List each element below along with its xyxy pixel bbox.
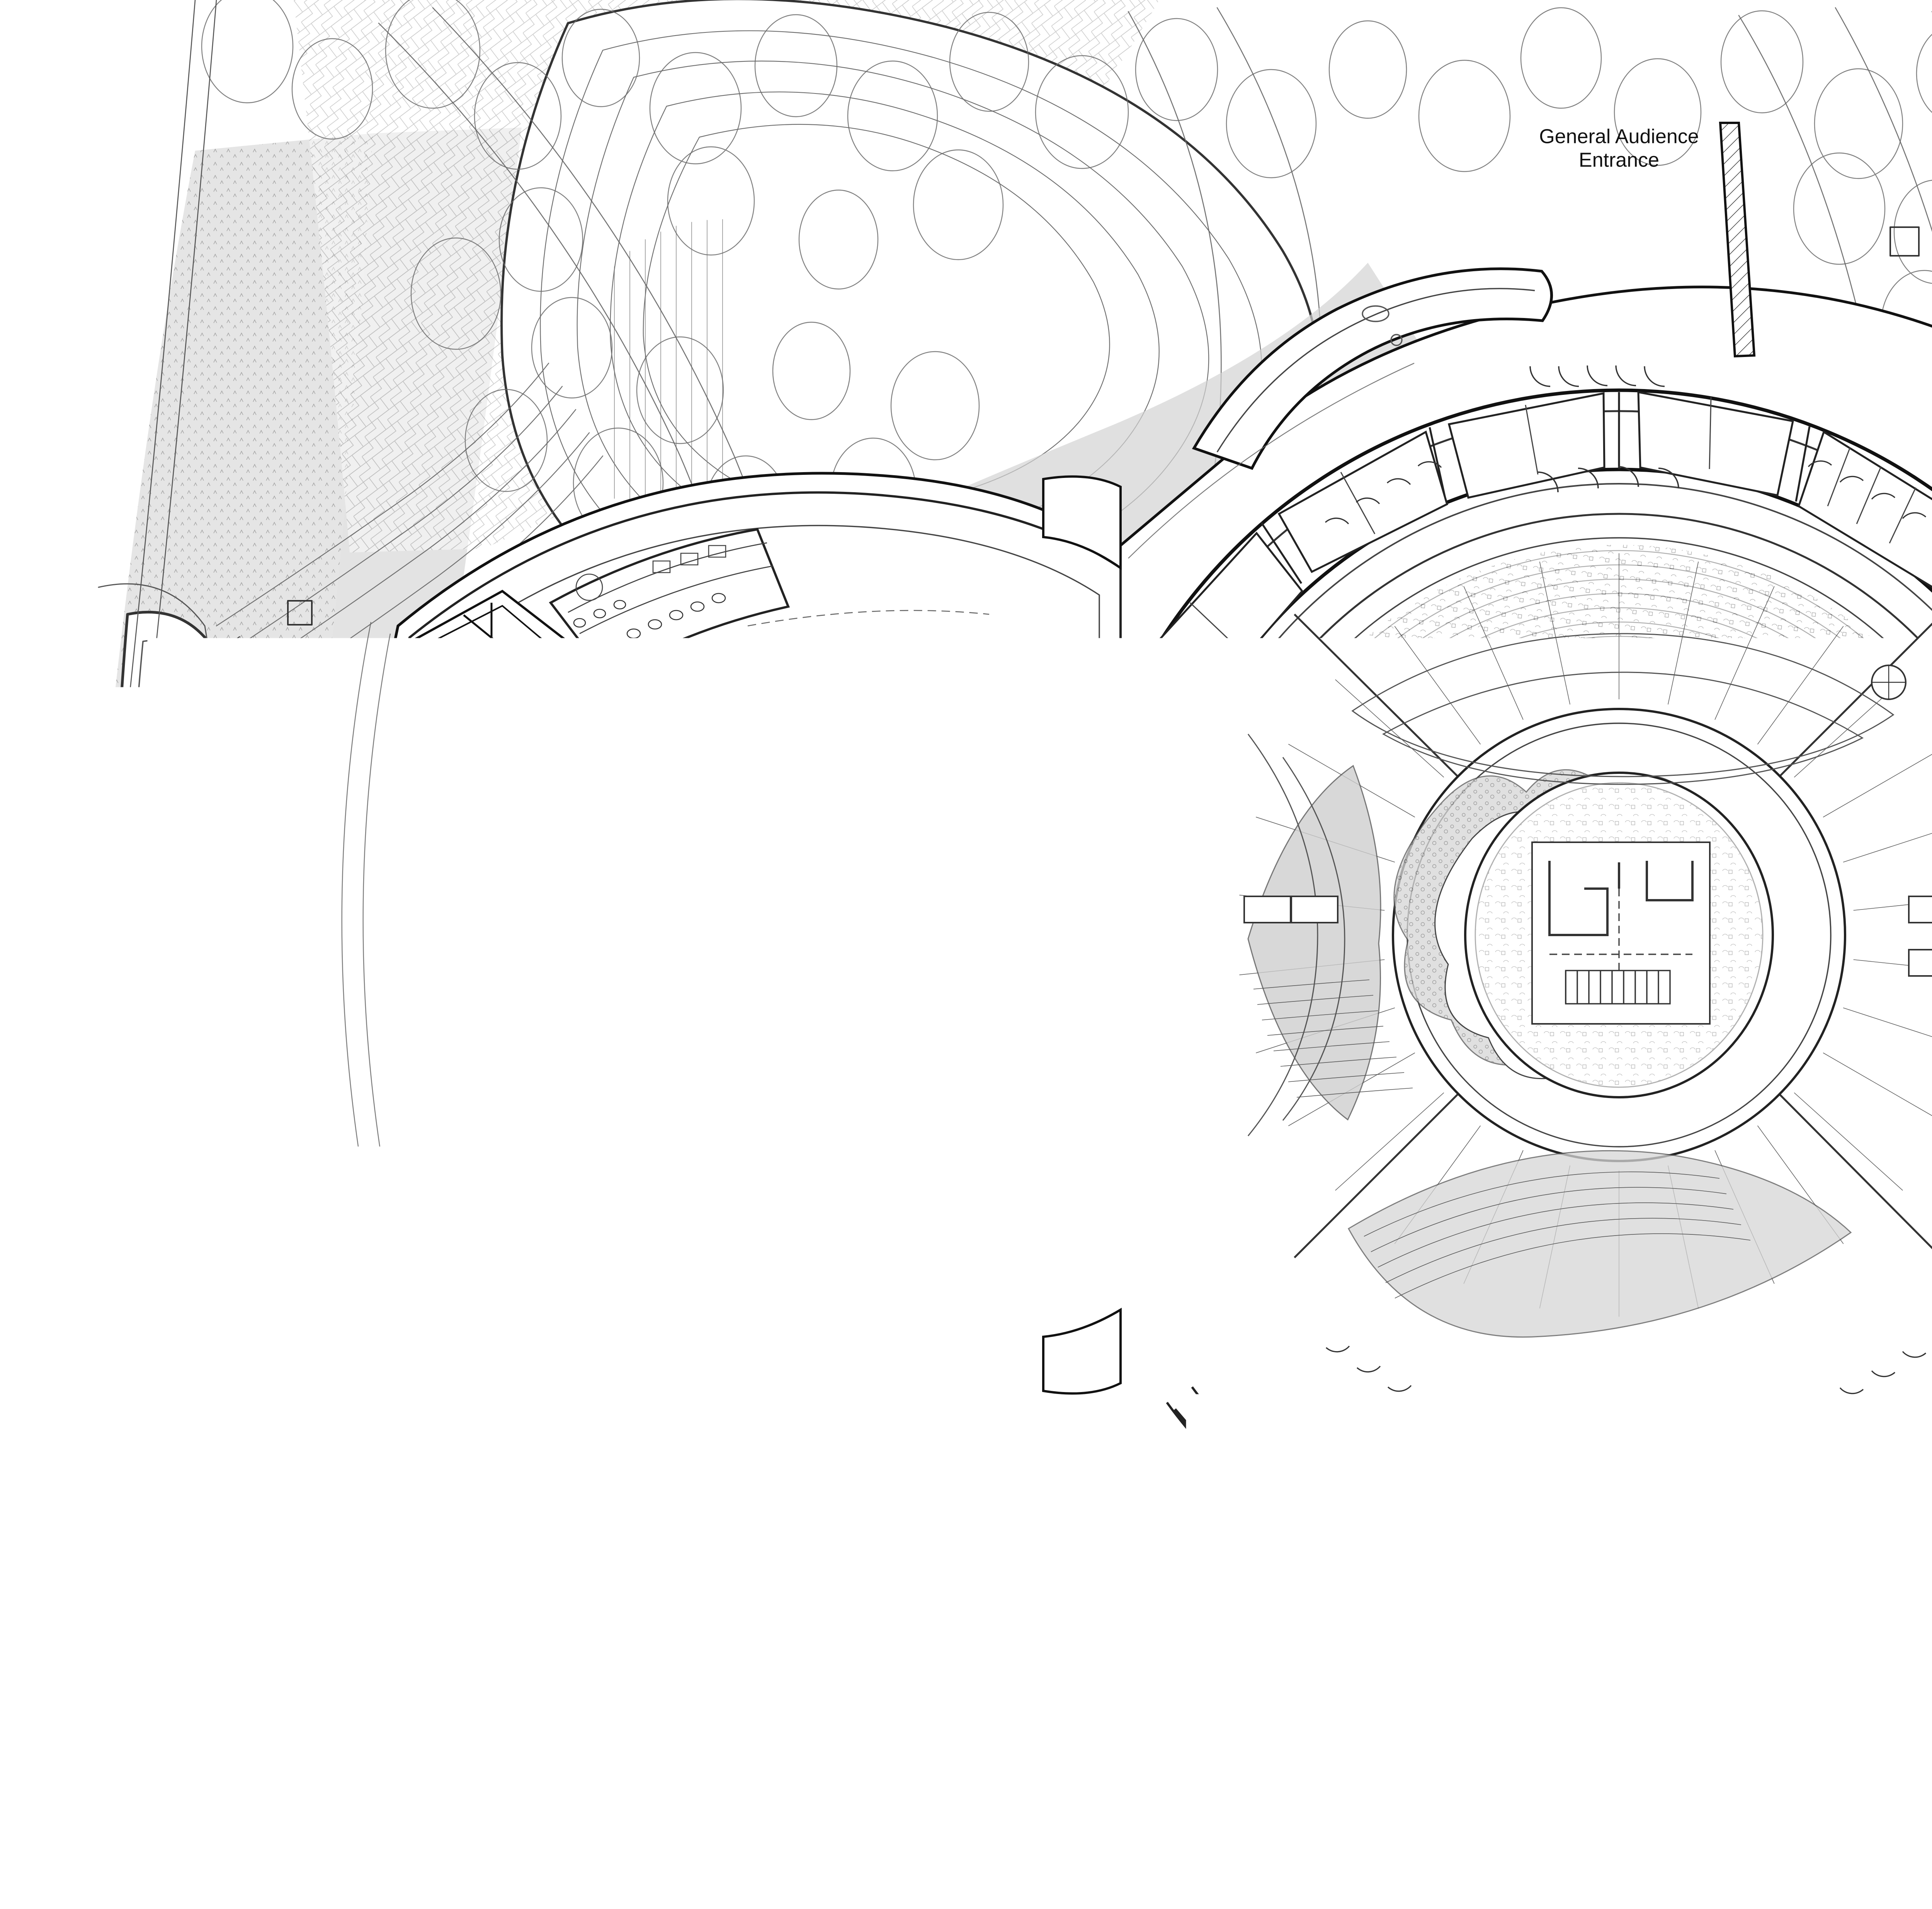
scale-tick-5: 5 [241,1576,252,1599]
room-number-9: 9 [1759,319,1770,338]
room-number-10: 10 [1820,347,1841,366]
room-number-12: 12 [1607,1470,1629,1489]
room-number-3: 3 [1204,498,1216,520]
room-number-3: 3 [1209,1330,1221,1351]
regular-seats-note: 912 Regular Seats [1536,419,1696,441]
room-number-8: 8 [476,703,486,722]
room-number-6: 6 [723,1173,733,1192]
step-count-note: 上10步 [218,648,261,666]
entrance-label-vip-audience: VIP Audience Entrance [1012,330,1132,377]
room-number-9: 9 [444,1173,455,1193]
entrance-label-general-audience-north: General Audience Entrance [1539,125,1699,173]
scale-bar-graphic [166,1608,383,1643]
room-number-9: 9 [1927,377,1932,396]
lift-core [827,750,946,857]
theater-lobby-wing [379,493,1121,1389]
lift-core [827,1027,946,1132]
room-number-2: 2 [553,930,565,951]
room-number-13: 13 [1612,922,1636,944]
scale-tick-2: 2 [195,1576,206,1599]
room-number-8: 8 [478,1144,489,1163]
scale-bar: 0 2 5 10m [166,1576,383,1650]
room-number-14: 14 [1608,1597,1632,1618]
room-number-9: 9 [445,669,456,688]
room-number-1: 1 [493,930,505,951]
room-number-15: 15 [252,923,276,945]
room-number-10: 10 [404,628,425,647]
entrance-label-general-audience-south: General Audience Entrance [998,1458,1158,1506]
room-number-7: 7 [1031,924,1043,946]
room-number-6: 6 [724,661,735,680]
room-number-3: 3 [1638,329,1650,351]
room-number-4: 4 [1412,306,1424,328]
room-number-15: 15 [830,1383,854,1405]
room-number-7: 7 [1470,381,1481,400]
scale-tick-10: 10m [291,1576,328,1599]
scale-tick-0: 0 [165,1576,175,1599]
room-number-10: 10 [1776,1458,1798,1477]
room-number-10: 10 [400,1209,422,1229]
room-number-4: 4 [1048,540,1060,561]
room-number-5: 5 [663,928,675,950]
